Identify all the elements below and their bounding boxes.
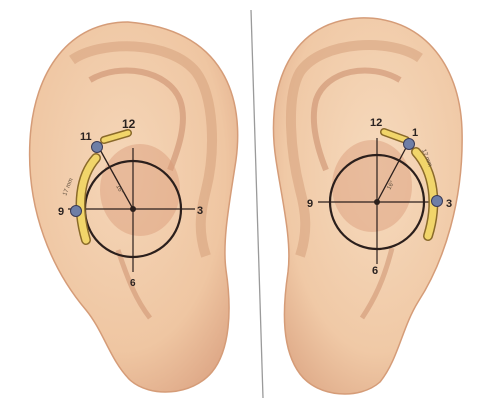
right-label-12: 12 xyxy=(370,117,382,129)
left-label-3: 3 xyxy=(197,205,203,217)
right-ear: 17 mm 16° 12 1 9 3 6 xyxy=(273,18,462,394)
left-label-6: 6 xyxy=(130,278,136,289)
right-label-9: 9 xyxy=(307,198,313,210)
right-label-3: 3 xyxy=(446,198,452,210)
right-concha xyxy=(332,140,412,232)
left-clock-center xyxy=(130,206,136,212)
left-marker-9 xyxy=(71,206,82,217)
right-clock-center xyxy=(374,199,380,205)
left-marker-11 xyxy=(92,142,103,153)
divider-line xyxy=(251,10,263,398)
left-label-11: 11 xyxy=(80,131,92,143)
left-label-9: 9 xyxy=(58,206,64,218)
left-label-12: 12 xyxy=(122,117,136,131)
right-label-6: 6 xyxy=(372,265,378,277)
right-marker-3 xyxy=(432,196,443,207)
right-marker-1 xyxy=(404,139,415,150)
right-label-1: 1 xyxy=(412,127,418,139)
left-concha xyxy=(100,144,180,236)
left-ear: 17 mm 16° 11 12 9 3 6 xyxy=(30,22,238,392)
